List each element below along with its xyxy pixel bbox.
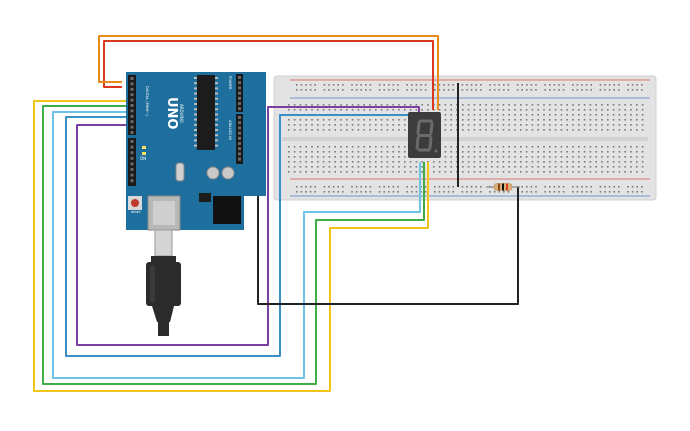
capacitor-1 xyxy=(206,166,220,180)
breadboard-center-channel xyxy=(282,137,648,141)
dc-power-jack xyxy=(213,196,241,224)
display-decimal-point xyxy=(434,149,438,153)
analog-pins-label: ANALOG IN xyxy=(228,120,232,140)
on-led-label: ON xyxy=(140,156,146,161)
arduino-brand: UNO xyxy=(164,97,179,130)
reset-label: RESET xyxy=(131,210,141,214)
display-segments xyxy=(415,119,434,152)
usb-connector-icon xyxy=(146,229,181,336)
wire-green xyxy=(42,105,425,385)
capacitor-2 xyxy=(221,166,235,180)
arduino-uno-board: UNO ARDUINO DIGITAL (PWM~) ANALOG IN POW… xyxy=(126,72,266,231)
header-left-bottom xyxy=(128,138,136,186)
reset-button-cap[interactable] xyxy=(131,199,139,207)
crystal xyxy=(175,162,185,182)
wire-orange xyxy=(98,35,439,110)
wire-red xyxy=(103,40,434,110)
wire-blue xyxy=(65,114,416,357)
resistor-icon xyxy=(486,183,520,191)
seven-segment-display-icon: 8 xyxy=(408,112,441,158)
arduino-board-body xyxy=(126,72,266,230)
voltage-regulator xyxy=(199,193,211,202)
header-pins xyxy=(130,76,241,183)
power-pins-label: POWER xyxy=(228,76,232,90)
arduino-subtitle: ARDUINO xyxy=(179,104,184,123)
breadboard xyxy=(273,75,657,201)
digital-pins-label: DIGITAL (PWM~) xyxy=(145,86,149,116)
atmega-chip xyxy=(197,75,215,150)
wire-lightblue xyxy=(52,111,421,379)
wire-yellow xyxy=(33,100,429,392)
wire-purple xyxy=(76,106,420,346)
wires xyxy=(33,35,519,392)
